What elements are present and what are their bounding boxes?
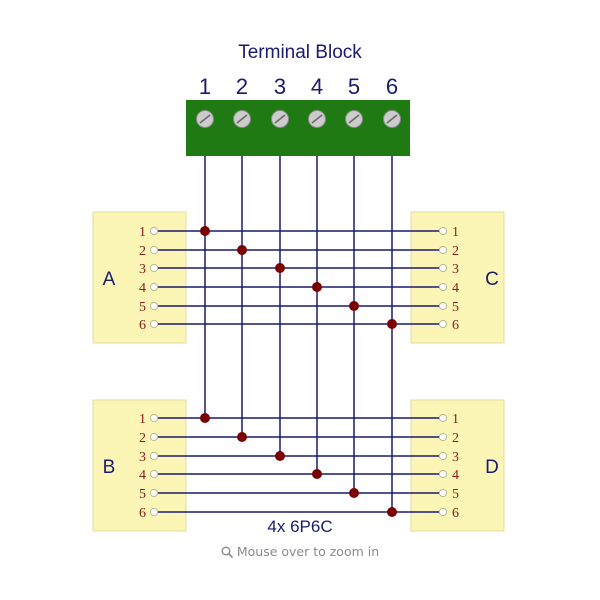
pin-hole [149, 413, 159, 423]
connector-label: C [485, 269, 499, 290]
pin-number: 6 [452, 318, 459, 333]
junction-dot [312, 469, 322, 479]
connector-c: C 1 2 3 4 5 6 [410, 211, 505, 344]
diagram-title: Terminal Block [238, 42, 362, 63]
pin-number: 5 [139, 300, 146, 315]
pin-hole [438, 413, 448, 423]
terminal-number: 1 [199, 74, 211, 99]
pin-number: 2 [452, 431, 459, 446]
pin-hole [149, 263, 159, 273]
pin-hole [149, 282, 159, 292]
pin-number: 1 [452, 412, 459, 427]
pin-number: 4 [452, 281, 459, 296]
pin-number: 1 [452, 225, 459, 240]
terminal-number: 5 [348, 74, 360, 99]
pin-hole [438, 319, 448, 329]
pin-number: 4 [139, 468, 146, 483]
junction-dot [387, 319, 397, 329]
pin-hole [438, 507, 448, 517]
pin-number: 3 [139, 262, 146, 277]
pin-number: 3 [452, 262, 459, 277]
connector-body [92, 211, 187, 344]
pin-number: 4 [139, 281, 146, 296]
pin-number: 3 [452, 450, 459, 465]
pin-hole [149, 488, 159, 498]
screw-slot [348, 114, 360, 124]
pin-hole [438, 282, 448, 292]
terminal-number: 2 [236, 74, 248, 99]
junction-dot [237, 432, 247, 442]
junction-dot [275, 263, 285, 273]
pin-hole [438, 245, 448, 255]
pin-number: 2 [139, 431, 146, 446]
wires [158, 156, 439, 513]
terminal-screws [196, 110, 401, 128]
zoom-hint-text: Mouse over to zoom in [236, 544, 380, 559]
pin-number: 1 [139, 412, 146, 427]
pin-number: 1 [139, 225, 146, 240]
pin-hole [438, 263, 448, 273]
pin-number: 3 [139, 450, 146, 465]
pin-hole [149, 226, 159, 236]
pin-number: 6 [139, 506, 146, 521]
junction-dot [349, 301, 359, 311]
junction-dot [237, 245, 247, 255]
pin-number: 5 [452, 300, 459, 315]
screw-slot [236, 114, 248, 124]
connector-label: B [103, 457, 116, 478]
connector-a: A 1 2 3 4 5 6 [92, 211, 187, 344]
pin-hole [149, 469, 159, 479]
junction-dot [387, 507, 397, 517]
pin-number: 2 [452, 244, 459, 259]
pin-number: 6 [452, 506, 459, 521]
terminal-number: 6 [386, 74, 398, 99]
junction-dot [200, 413, 210, 423]
pin-number: 4 [452, 468, 459, 483]
magnifier-icon [221, 546, 233, 558]
connector-b: B 1 2 3 4 5 6 [92, 399, 187, 532]
terminal-number: 3 [274, 74, 286, 99]
screw-slot [311, 114, 323, 124]
connector-label: D [485, 457, 499, 478]
junctions [200, 226, 397, 517]
pin-hole [149, 432, 159, 442]
screw-slot [386, 114, 398, 124]
pin-hole [149, 451, 159, 461]
connector-body [410, 399, 505, 532]
pin-hole [438, 301, 448, 311]
pin-hole [149, 245, 159, 255]
connector-body [92, 399, 187, 532]
pin-number: 5 [139, 487, 146, 502]
terminal-number: 4 [311, 74, 323, 99]
pin-number: 2 [139, 244, 146, 259]
junction-dot [349, 488, 359, 498]
pin-hole [149, 301, 159, 311]
pin-number: 5 [452, 487, 459, 502]
connector-body [410, 211, 505, 344]
pin-hole [438, 226, 448, 236]
terminal-block [186, 100, 410, 156]
pin-hole [149, 507, 159, 517]
junction-dot [275, 451, 285, 461]
junction-dot [312, 282, 322, 292]
pin-hole [149, 319, 159, 329]
zoom-hint: Mouse over to zoom in [0, 544, 600, 559]
pin-hole [438, 432, 448, 442]
pin-hole [438, 488, 448, 498]
connector-d: D 1 2 3 4 5 6 [410, 399, 505, 532]
screw-slot [199, 114, 211, 124]
connector-type-label: 4x 6P6C [267, 517, 332, 536]
pin-number: 6 [139, 318, 146, 333]
pin-hole [438, 469, 448, 479]
junction-dot [200, 226, 210, 236]
connector-label: A [103, 269, 116, 290]
screw-slot [274, 114, 286, 124]
pin-hole [438, 451, 448, 461]
